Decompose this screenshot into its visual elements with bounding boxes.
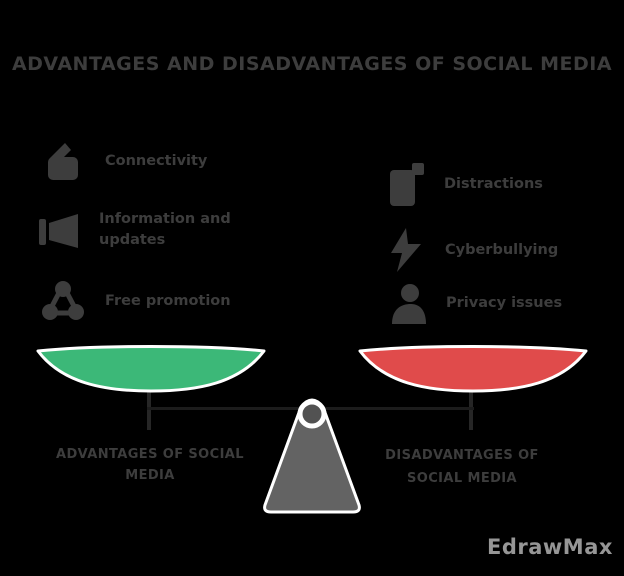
thumbs-up-icon <box>38 136 88 186</box>
left-item-3-label: Free promotion <box>105 292 231 309</box>
left-item-1-label: Connectivity <box>105 152 208 169</box>
right-item-1-label: Distractions <box>444 175 543 192</box>
user-icon <box>383 282 429 324</box>
watermark-logo: EdrawMax <box>487 535 613 559</box>
network-icon <box>38 279 88 323</box>
right-pan-red <box>356 343 590 395</box>
left-item-1: Connectivity <box>38 136 207 186</box>
smartphone-icon <box>383 161 427 207</box>
left-item-2: Information and updates <box>34 209 231 251</box>
page-title: Advantages and Disadvantages of Social M… <box>11 53 613 75</box>
right-item-3: Privacy issues <box>383 282 562 324</box>
right-item-2-label: Cyberbullying <box>445 241 559 258</box>
fulcrum-pivot-hole <box>297 399 327 429</box>
left-pan-green <box>34 343 268 395</box>
left-pan-caption: Advantages of social media <box>56 447 244 483</box>
fulcrum-triangle <box>262 391 362 517</box>
right-item-1: Distractions <box>383 161 543 207</box>
right-item-3-label: Privacy issues <box>446 294 563 311</box>
right-pan-caption: Disadvantages of social media <box>385 448 539 486</box>
left-item-3: Free promotion <box>38 279 231 323</box>
megaphone-icon <box>34 209 82 251</box>
lightning-icon <box>386 226 428 274</box>
left-item-2-label: Information and updates <box>99 211 231 248</box>
right-item-2: Cyberbullying <box>386 226 558 274</box>
